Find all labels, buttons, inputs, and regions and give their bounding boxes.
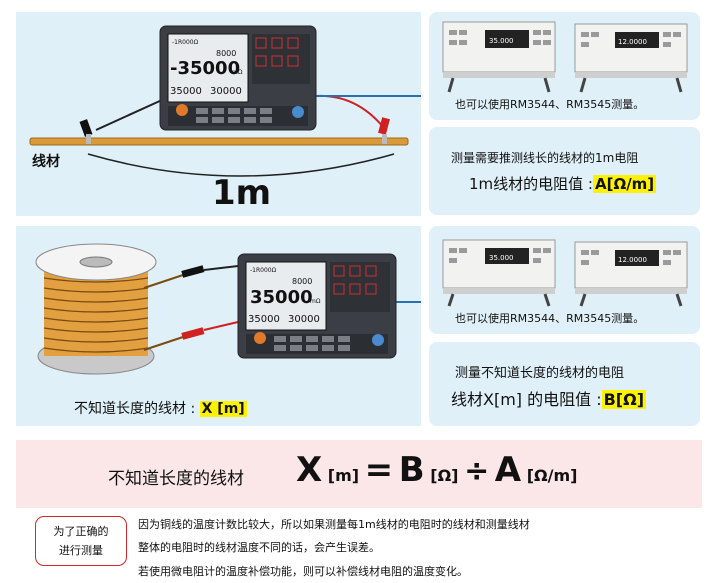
top-alt-instruments-card: 35.000 12.0000 也可以使用RM3544、RM3545测量。 [429,12,700,120]
bottom-description-text: 线材X[m] 的电阻值 : [451,390,602,409]
badge-line1: 为了正确的 [53,525,109,538]
bottom-description-line2: 线材X[m] 的电阻值 :B[Ω] [451,386,647,410]
instrument-rm3545: 12.0000 [574,23,688,93]
top-setup-illustration: -1R000Ω 8000 -35000 mΩ 35000 30000 线材 1m [29,25,421,213]
top-description-card: 测量需要推测线长的线材的1m电阻 1m线材的电阻值 :A[Ω/m] [429,127,700,215]
bottom-description-card: 测量不知道长度的线材的电阻 线材X[m] 的电阻值 :B[Ω] [429,342,700,426]
formula-x-unit: [m] [327,466,360,485]
top-description-line2: 1m线材的电阻值 :A[Ω/m] [469,173,657,194]
alt-instruments-caption: 也可以使用RM3544、RM3545测量。 [455,98,645,111]
black-lead [203,265,239,271]
bottom-measurement-panel: -1R000Ω 8000 35000 mΩ 35000 30000 不知道长度的… [16,226,421,426]
rm3544-display: 35.000 [489,37,514,45]
formula-x: X [296,450,323,490]
black-clip-icon [181,265,205,278]
red-clip-icon [181,327,205,340]
instrument-rm3545: 12.0000 [574,241,688,307]
top-description-line1: 测量需要推测线长的线材的1m电阻 [451,151,639,165]
instrument-rm3544: 35.000 [442,21,556,93]
resistance-meter: -1R000Ω 8000 35000 mΩ 35000 30000 [237,253,397,359]
alt-instruments-illustration: 35.000 12.0000 [442,239,688,307]
red-lead [315,94,385,129]
top-description-text: 1m线材的电阻值 : [469,175,593,193]
unknown-wire-label: 不知道长度的线材 : X [m] [74,398,247,418]
meter-header: -1R000Ω [172,39,199,46]
unknown-wire-length: X [m] [199,401,247,417]
rm3545-display: 12.0000 [618,256,647,264]
formula-equals: = [364,450,394,490]
rm3544-display: 35.000 [489,254,514,262]
meter-sub-left: 35000 [248,314,280,325]
meter-main-value: 35000 [250,287,313,308]
top-value-a: A[Ω/m] [592,175,657,193]
bottom-alt-instruments-card: 35.000 12.0000 也可以使用RM3544、RM3545测量。 [429,226,700,334]
wire-spool-icon [35,243,157,375]
badge-line2: 进行测量 [59,544,103,557]
alt-instruments-illustration: 35.000 12.0000 [442,21,688,93]
length-label: 1m [212,173,271,213]
note-line-3: 若使用微电阻计的温度补偿功能，则可以补偿线材电阻的温度变化。 [138,565,468,578]
bottom-description-line1: 测量不知道长度的线材的电阻 [455,366,625,381]
formula-b-unit: [Ω] [430,466,459,485]
meter-mid: 8000 [292,277,312,286]
black-clip-icon [79,119,93,144]
meter-mid: 8000 [216,49,236,58]
formula-a: A [494,450,522,490]
meter-unit: mΩ [232,69,243,76]
meter-unit: mΩ [310,298,321,305]
formula-b: B [398,450,425,490]
bottom-setup-illustration: -1R000Ω 8000 35000 mΩ 35000 30000 [35,243,421,375]
meter-main-value: -35000 [170,58,240,79]
resistance-meter: -1R000Ω 8000 -35000 mΩ 35000 30000 [159,25,317,131]
measurement-tip-badge: 为了正确的 进行测量 [35,516,127,566]
meter-sub-right: 30000 [288,314,320,325]
meter-sub-left: 35000 [170,86,202,97]
meter-sub-right: 30000 [210,86,242,97]
alt-instruments-caption: 也可以使用RM3544、RM3545测量。 [455,312,645,325]
length-bracket [87,153,395,177]
formula-band: 不知道长度的线材 X [m] = B [Ω] ÷ A [Ω/m] [16,440,702,508]
rm3545-display: 12.0000 [618,38,647,46]
red-lead [203,321,239,331]
spool-lead-top [143,273,187,289]
unknown-wire-text: 不知道长度的线材 : [74,401,196,417]
note-line-1: 因为铜线的温度计数比较大，所以如果测量每1m线材的电阻时的线材和测量线材 [138,518,530,531]
red-clip-icon [378,117,390,144]
meter-header: -1R000Ω [250,267,277,274]
formula-label: 不知道长度的线材 [108,469,244,489]
formula-divide: ÷ [464,454,490,489]
bottom-value-b: B[Ω] [601,390,647,409]
top-measurement-panel: -1R000Ω 8000 -35000 mΩ 35000 30000 线材 1m [16,12,421,216]
black-lead [95,99,163,131]
wire-1m [29,137,409,146]
formula-expression: X [m] = B [Ω] ÷ A [Ω/m] [296,450,577,490]
formula-a-unit: [Ω/m] [526,466,578,485]
spool-lead-bottom [143,335,187,351]
note-line-2: 整体的电阻时的线材温度不同的话，会产生误差。 [138,541,380,554]
wire-label: 线材 [32,153,60,170]
instrument-rm3544: 35.000 [442,239,556,307]
